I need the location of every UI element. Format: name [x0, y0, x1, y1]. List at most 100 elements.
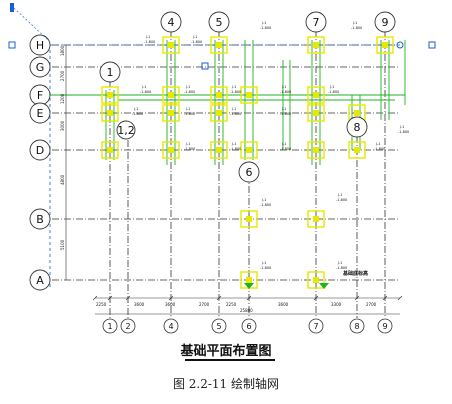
grip-handle [201, 62, 209, 70]
footing-tag: J-1 [281, 107, 286, 111]
footing-elevation: -1.800 [260, 26, 271, 30]
axis-bubble-E [29, 102, 51, 124]
dim-left-0: 1800 [60, 45, 65, 56]
dim-bottom-6: 3300 [331, 302, 342, 307]
axis-bubble-bottom-6-label: 6 [246, 322, 251, 331]
axis-bubble-bottom-4-label: 4 [168, 322, 173, 331]
footing-pad [101, 104, 119, 122]
axis-bubble-top-7 [305, 11, 327, 33]
axis-bubble-B-label: B [36, 213, 44, 226]
footing-pad [307, 141, 325, 159]
footing-pad [162, 141, 180, 159]
footing-tag: J-1 [185, 107, 190, 111]
column-mark [246, 277, 252, 283]
axis-bubble-top-4-label: 4 [168, 16, 175, 29]
dimension-lines [65, 45, 403, 315]
column-mark [313, 110, 319, 116]
footing-pad [210, 36, 228, 54]
footing-elevation: -1.800 [336, 198, 347, 202]
footing-tag: J-1 [261, 21, 266, 25]
footing-tag: J-1 [185, 142, 190, 146]
axis-bubble-bottom-4 [163, 318, 179, 334]
dim-left-2: 1200 [60, 93, 65, 104]
footing-elevation: -1.800 [374, 147, 385, 151]
axis-bubble-bottom-8-label: 8 [354, 322, 359, 331]
dim-left-5: 5100 [60, 239, 65, 250]
axis-bubble-bottom-9-label: 9 [382, 322, 387, 331]
footing-tag: J-1 [141, 85, 146, 89]
axis-bubble-8-mid [346, 116, 368, 138]
footing-elevation: -1.800 [260, 203, 271, 207]
footing-elevation: -1.800 [144, 40, 155, 44]
axis-bubble-top-4 [160, 11, 182, 33]
footing-elevation: -1.800 [260, 266, 271, 270]
selection-handles [8, 3, 436, 70]
footing-pad [162, 86, 180, 104]
axis-bubble-1-upper-label: 1 [107, 66, 114, 79]
footing-tag: J-1 [261, 261, 266, 265]
axis-bubble-bottom-6 [241, 318, 257, 334]
footing-elevation: -1.800 [184, 147, 195, 151]
selection-leader [13, 7, 51, 43]
column-mark [313, 147, 319, 153]
axis-bubble-bottom-7-label: 7 [313, 322, 318, 331]
axis-bubble-bottom-7 [308, 318, 324, 334]
footing-note: 基础底标高 [342, 270, 368, 277]
axis-bubble-bottom-1-label: 1 [107, 322, 112, 331]
column-mark [168, 42, 174, 48]
axis-bubble-bottom-8 [349, 318, 365, 334]
column-mark [354, 110, 360, 116]
axis-bubble-top-7-label: 7 [313, 16, 320, 29]
footing-elevation: -1.800 [191, 40, 202, 44]
column-mark [246, 216, 252, 222]
dim-tick [354, 295, 360, 301]
dim-bottom-0: 2250 [96, 302, 107, 307]
axis-bubble-top-9 [374, 11, 396, 33]
footing-pad [162, 36, 180, 54]
footing-tag: J-1 [192, 35, 197, 39]
dim-tick [168, 295, 174, 301]
footing-tag: J-1 [329, 85, 334, 89]
column-mark [107, 110, 113, 116]
footing-tag: J-1 [231, 85, 236, 89]
footing-tag: J-1 [337, 193, 342, 197]
axis-bubble-6-mid [238, 161, 260, 183]
footing-pad [210, 141, 228, 159]
grip-handle [10, 3, 14, 12]
footing-elevation: -1.800 [398, 130, 409, 134]
footing-elevation: -1.800 [230, 90, 241, 94]
footing-tag: J-1 [375, 142, 380, 146]
footing-elevation: -1.800 [280, 112, 291, 116]
footing-marker [319, 283, 329, 289]
dim-tick [397, 295, 403, 301]
footing-pad [240, 86, 258, 104]
dim-bottom-4: 2250 [226, 302, 237, 307]
column-mark [313, 92, 319, 98]
footing-pad [348, 141, 366, 159]
dim-bottom-3: 2700 [199, 302, 210, 307]
drawing-title: 基础平面布置图 [180, 344, 272, 359]
dim-bottom-1: 3600 [134, 302, 145, 307]
column-mark [354, 147, 360, 153]
annotations: J-1-1.800J-1-1.800J-1-1.800J-1-1.800J-1-… [60, 21, 409, 313]
dim-bottom-total: 25800 [240, 308, 253, 313]
axis-bubble-G [29, 56, 51, 78]
figure-caption: 图 2.2-11 绘制轴网 [172, 377, 280, 391]
grip-handle [396, 41, 404, 49]
axis-bubble-D-label: D [36, 144, 44, 157]
footing-tag: J-1 [337, 261, 342, 265]
axis-bubble-bottom-2-label: 2 [125, 322, 130, 331]
footing-tag: J-1 [281, 142, 286, 146]
footing-pad [210, 86, 228, 104]
footing-pads [101, 36, 394, 289]
axis-bubble-H-label: H [36, 39, 44, 52]
footing-pad [376, 36, 394, 54]
axis-bubble-B [29, 208, 51, 230]
footing-tag: J-1 [145, 35, 150, 39]
axis-bubble-bottom-5 [211, 318, 227, 334]
title-underline [185, 359, 275, 361]
axis-bubble-misc [116, 120, 136, 140]
dim-bottom-7: 2700 [366, 302, 377, 307]
axis-bubble-6-mid-label: 6 [246, 166, 253, 179]
